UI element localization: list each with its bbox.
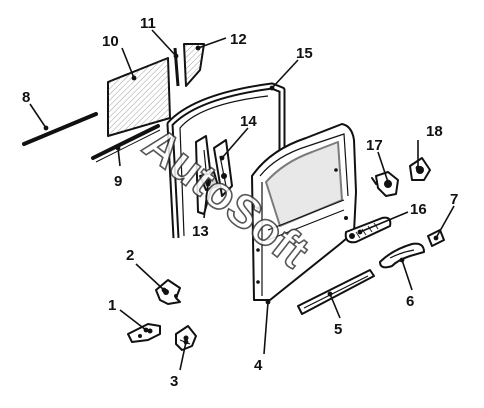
callout-2: 2 (126, 247, 134, 264)
part-9-beltline-strip (91, 124, 161, 163)
callout-17: 17 (366, 137, 383, 154)
part-5-lower-trim (297, 269, 375, 315)
part-3-check-strap (175, 325, 197, 351)
part-12-quarter-glass (183, 43, 205, 87)
callout-13: 13 (192, 223, 209, 240)
callout-1: 1 (108, 297, 116, 314)
callout-18: 18 (426, 123, 443, 140)
callout-15: 15 (296, 45, 313, 62)
part-13-14-window-regulator (195, 135, 233, 215)
part-8-trim-strip (22, 112, 98, 146)
callout-labels: 1 2 3 4 5 6 7 8 9 10 11 12 13 14 15 16 1… (22, 15, 458, 390)
callout-10: 10 (102, 33, 119, 50)
callout-6: 6 (406, 293, 414, 310)
callout-12: 12 (230, 31, 247, 48)
callout-16: 16 (410, 201, 427, 218)
callout-leaders (29, 29, 455, 371)
callout-5: 5 (334, 321, 342, 338)
callout-7: 7 (450, 191, 458, 208)
part-4-door-shell (251, 123, 357, 301)
part-17-door-lock (371, 171, 399, 197)
part-10-door-glass (107, 57, 171, 137)
part-1-hinge (127, 323, 161, 343)
part-2-hinge (155, 279, 181, 305)
callout-4: 4 (254, 357, 263, 374)
callout-11: 11 (140, 15, 156, 32)
callout-3: 3 (170, 373, 178, 390)
part-6-outside-handle (379, 242, 425, 269)
callout-8: 8 (22, 89, 30, 106)
callout-9: 9 (114, 173, 122, 190)
callout-14: 14 (240, 113, 257, 130)
